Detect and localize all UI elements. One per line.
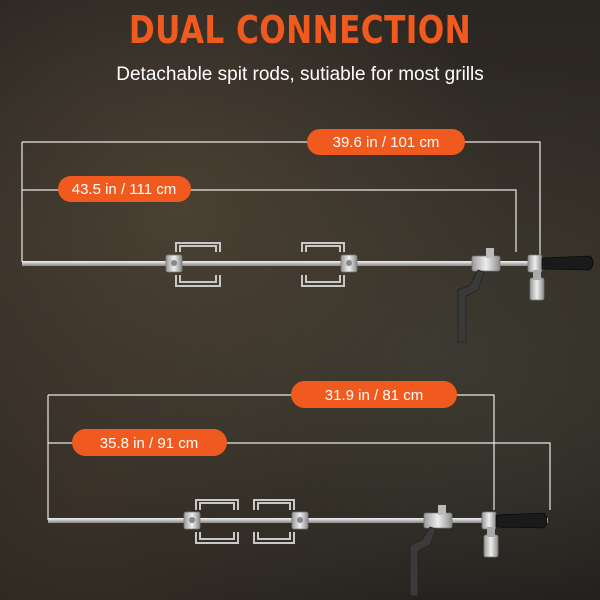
long-kit-outer-text: 43.5 in / 111 cm <box>72 181 177 198</box>
short-kit-outer-text: 35.8 in / 91 cm <box>100 435 198 452</box>
long-kit-inner-text: 39.6 in / 101 cm <box>333 134 440 151</box>
short-kit: 31.9 in / 81 cm 35.8 in / 91 cm <box>47 381 551 597</box>
long-kit-outer-label: 43.5 in / 111 cm <box>58 176 191 202</box>
short-kit-inner-label: 31.9 in / 81 cm <box>291 381 457 408</box>
long-kit-handle <box>541 255 594 271</box>
subheadline: Detachable spit rods, sutiable for most … <box>116 64 484 85</box>
short-kit-fork-left <box>195 499 239 544</box>
long-kit: 39.6 in / 101 cm 43.5 in / 111 cm <box>21 129 594 343</box>
short-kit-inner-text: 31.9 in / 81 cm <box>325 387 423 404</box>
long-kit-fork-right <box>301 242 345 287</box>
long-kit-spit-rod <box>22 261 562 266</box>
headline: DUAL CONNECTION <box>128 8 472 52</box>
long-kit-inner-label: 39.6 in / 101 cm <box>307 129 465 155</box>
short-kit-fork-right <box>253 499 295 544</box>
short-kit-inner-dimension <box>47 394 495 510</box>
short-kit-handle <box>495 512 548 529</box>
short-kit-crank <box>409 526 437 597</box>
long-kit-fork-left <box>175 242 221 287</box>
short-kit-outer-label: 35.8 in / 91 cm <box>72 429 227 456</box>
long-kit-inner-dimension <box>21 141 541 256</box>
long-kit-crank <box>457 269 485 343</box>
short-kit-outer-dimension <box>47 442 551 520</box>
